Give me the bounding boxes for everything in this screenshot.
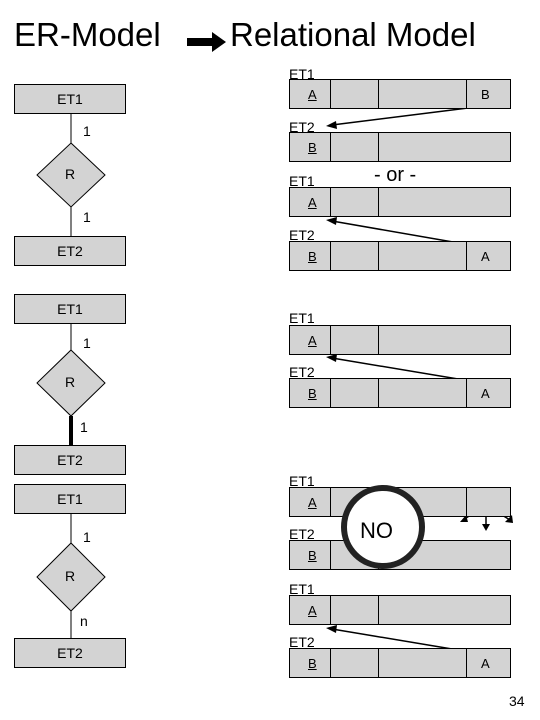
g5-table-et2-name: ET2 <box>289 634 315 650</box>
g4-table-et1-name: ET1 <box>289 473 315 489</box>
g3-table-et2-name: ET2 <box>289 364 315 380</box>
g4-table-et2-name: ET2 <box>289 526 315 542</box>
er2-relationship-label: R <box>65 374 76 390</box>
er2-entity-et2: ET2 <box>14 445 126 475</box>
g2-table-et1-name: ET1 <box>289 173 315 189</box>
er3-entity-et2: ET2 <box>14 638 126 668</box>
g1-table-et1: A B <box>289 79 511 109</box>
er3-cardinality-n: n <box>80 613 88 629</box>
g3-et2-fk-a: A <box>481 386 490 401</box>
g5-et2-fk-a: A <box>481 656 490 671</box>
title-relational-model: Relational Model <box>230 16 476 53</box>
er2-entity-et1: ET1 <box>14 294 126 324</box>
g1-et1-fk-b: B <box>481 87 490 102</box>
g5-table-et2: B A <box>289 648 511 678</box>
g1-table-et2-name: ET2 <box>289 119 315 135</box>
g2-table-et1: A <box>289 187 511 217</box>
er2-cardinality-1: 1 <box>83 335 91 351</box>
er2-cardinality-2: 1 <box>80 419 88 435</box>
er1-cardinality-2: 1 <box>83 209 91 225</box>
g2-et1-key-a: A <box>308 195 317 210</box>
g5-table-et1-name: ET1 <box>289 581 315 597</box>
g3-table-et1: A <box>289 325 511 355</box>
er1-cardinality-1: 1 <box>83 123 91 139</box>
er1-entity-et1: ET1 <box>14 84 126 114</box>
g5-et1-key-a: A <box>308 603 317 618</box>
g2-table-et2: B A <box>289 241 511 271</box>
page-number: 34 <box>509 693 525 709</box>
g4-et1-key-a: A <box>308 495 317 510</box>
g3-et1-key-a: A <box>308 333 317 348</box>
g1-table-et1-name: ET1 <box>289 66 315 82</box>
g1-et1-key-a: A <box>308 87 317 102</box>
er1-entity-et2: ET2 <box>14 236 126 266</box>
g3-et2-key-b: B <box>308 386 317 401</box>
no-circle <box>341 485 425 569</box>
g4-et2-key-b: B <box>308 548 317 563</box>
g1-table-et2: B <box>289 132 511 162</box>
or-label: - or - <box>374 164 417 186</box>
er3-cardinality-1: 1 <box>83 529 91 545</box>
er3-entity-et1: ET1 <box>14 484 126 514</box>
g3-table-et1-name: ET1 <box>289 310 315 326</box>
title-er-model: ER-Model <box>14 16 161 53</box>
g3-table-et2: B A <box>289 378 511 408</box>
er1-relationship-label: R <box>65 166 76 182</box>
er3-relationship-label: R <box>65 568 76 584</box>
no-label: NO <box>360 518 393 543</box>
g2-table-et2-name: ET2 <box>289 227 315 243</box>
g2-et2-fk-a: A <box>481 249 490 264</box>
g5-et2-key-b: B <box>308 656 317 671</box>
g5-table-et1: A <box>289 595 511 625</box>
g1-et2-key-b: B <box>308 140 317 155</box>
g2-et2-key-b: B <box>308 249 317 264</box>
